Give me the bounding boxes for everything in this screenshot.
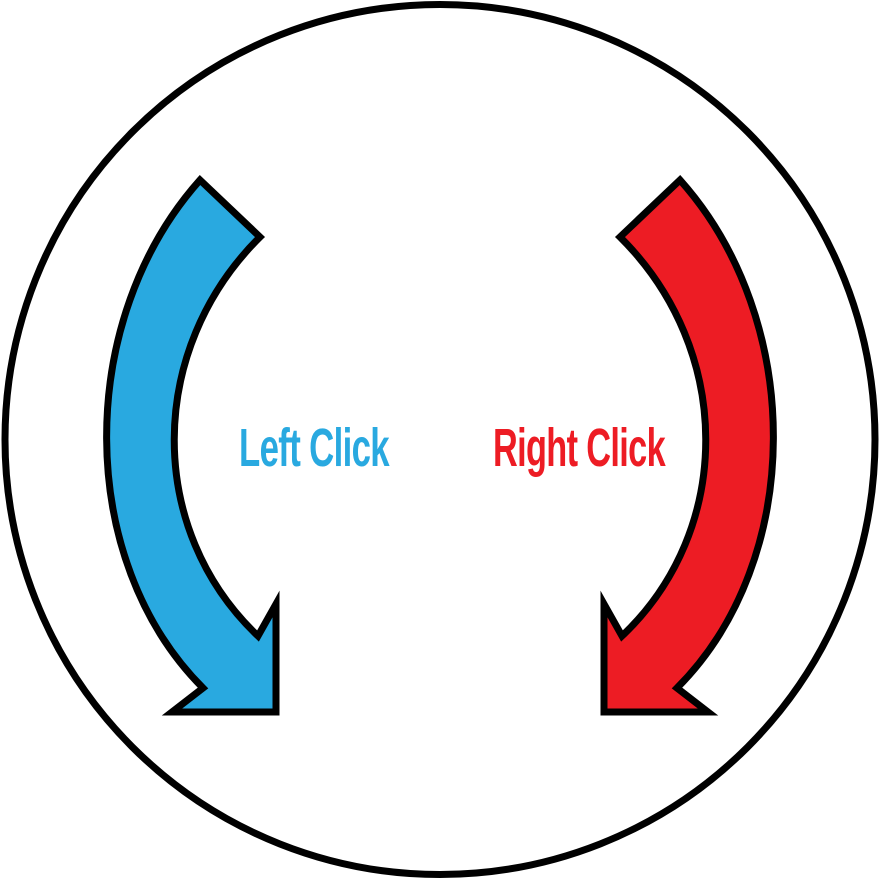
right-click-label: Right Click bbox=[493, 418, 666, 478]
left-click-label: Left Click bbox=[239, 418, 390, 478]
right-curved-arrow-icon bbox=[600, 174, 777, 716]
left-curved-arrow-icon bbox=[103, 174, 280, 716]
